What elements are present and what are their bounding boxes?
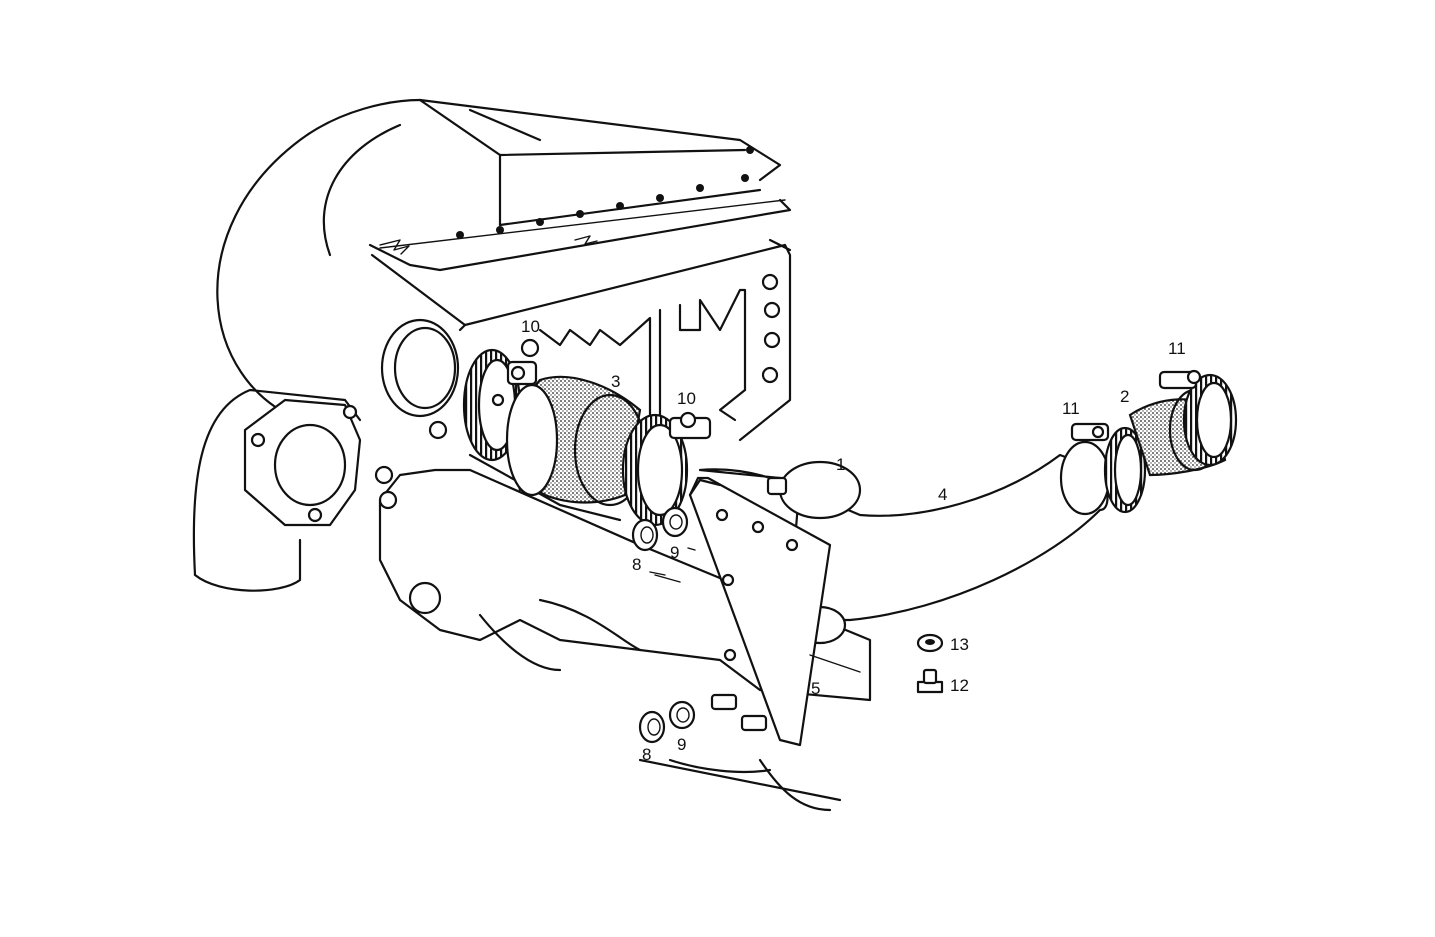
- hose-3: [505, 375, 647, 507]
- screw-12: [916, 668, 944, 694]
- callout-8-lower: 8: [642, 745, 651, 764]
- callout-labels: 1 2 3 4 5 8 8 9 9 10 10 11 11 12 13: [521, 317, 1186, 764]
- washer-13: [916, 633, 944, 653]
- nut-8-upper: [631, 518, 659, 552]
- callout-9-upper: 9: [670, 543, 679, 562]
- callout-13: 13: [950, 635, 969, 654]
- clamp-11-lower: [1070, 422, 1147, 514]
- callout-1: 1: [836, 455, 845, 474]
- left-exhaust-elbow: [192, 388, 362, 592]
- manifold-gasket-marks: [379, 146, 754, 255]
- callout-10-left: 10: [521, 317, 540, 336]
- nut-8-lower: [638, 710, 666, 744]
- callout-2: 2: [1120, 387, 1129, 406]
- clamp-10-right: [621, 411, 712, 527]
- intake-manifold: [216, 98, 792, 422]
- leader-lines: [649, 547, 861, 673]
- clamp-11-upper: [1158, 369, 1238, 467]
- washer-9-lower: [668, 700, 696, 730]
- callout-10-right: 10: [677, 389, 696, 408]
- callout-4: 4: [938, 485, 947, 504]
- block-outlet-ring: [380, 318, 460, 418]
- callout-12: 12: [950, 676, 969, 695]
- callout-5: 5: [811, 679, 820, 698]
- callout-3: 3: [611, 372, 620, 391]
- callout-11-lower: 11: [1062, 399, 1080, 418]
- callout-11-upper: 11: [1168, 339, 1186, 358]
- bracket-5: [688, 476, 832, 747]
- washer-9-upper: [661, 506, 689, 538]
- callout-8-upper: 8: [632, 555, 641, 574]
- callout-9-lower: 9: [677, 735, 686, 754]
- clamp-10-left: [462, 338, 540, 462]
